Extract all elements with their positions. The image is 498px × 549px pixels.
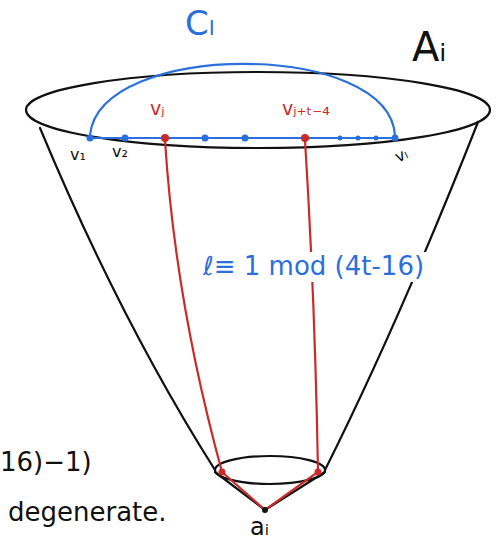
vertex-label: v₁ xyxy=(70,146,86,164)
cone-side xyxy=(325,122,478,470)
congruence-note: ℓ≡ 1 mod (4t-16) xyxy=(200,252,427,282)
cone-rim xyxy=(26,72,490,148)
vertex-label: v₂ xyxy=(112,143,128,161)
cycle-arc xyxy=(90,64,395,136)
cycle-vertices xyxy=(87,135,399,142)
cone-side xyxy=(40,128,215,470)
vertex-label: vₗ xyxy=(392,145,411,167)
apex-label: aᵢ xyxy=(250,514,269,542)
vertex-label: vⱼ xyxy=(150,98,165,120)
note-text: 16)−1) xyxy=(0,448,92,478)
cycle-name: Cₗ xyxy=(185,4,214,43)
note-text: degenerate. xyxy=(8,498,167,528)
red-vertices xyxy=(161,134,322,476)
vertex-label: vⱼ₊ₜ₋₄ xyxy=(282,98,330,120)
red-paths xyxy=(165,140,318,510)
apex-point xyxy=(262,507,268,513)
region-name: Aᵢ xyxy=(412,24,447,70)
